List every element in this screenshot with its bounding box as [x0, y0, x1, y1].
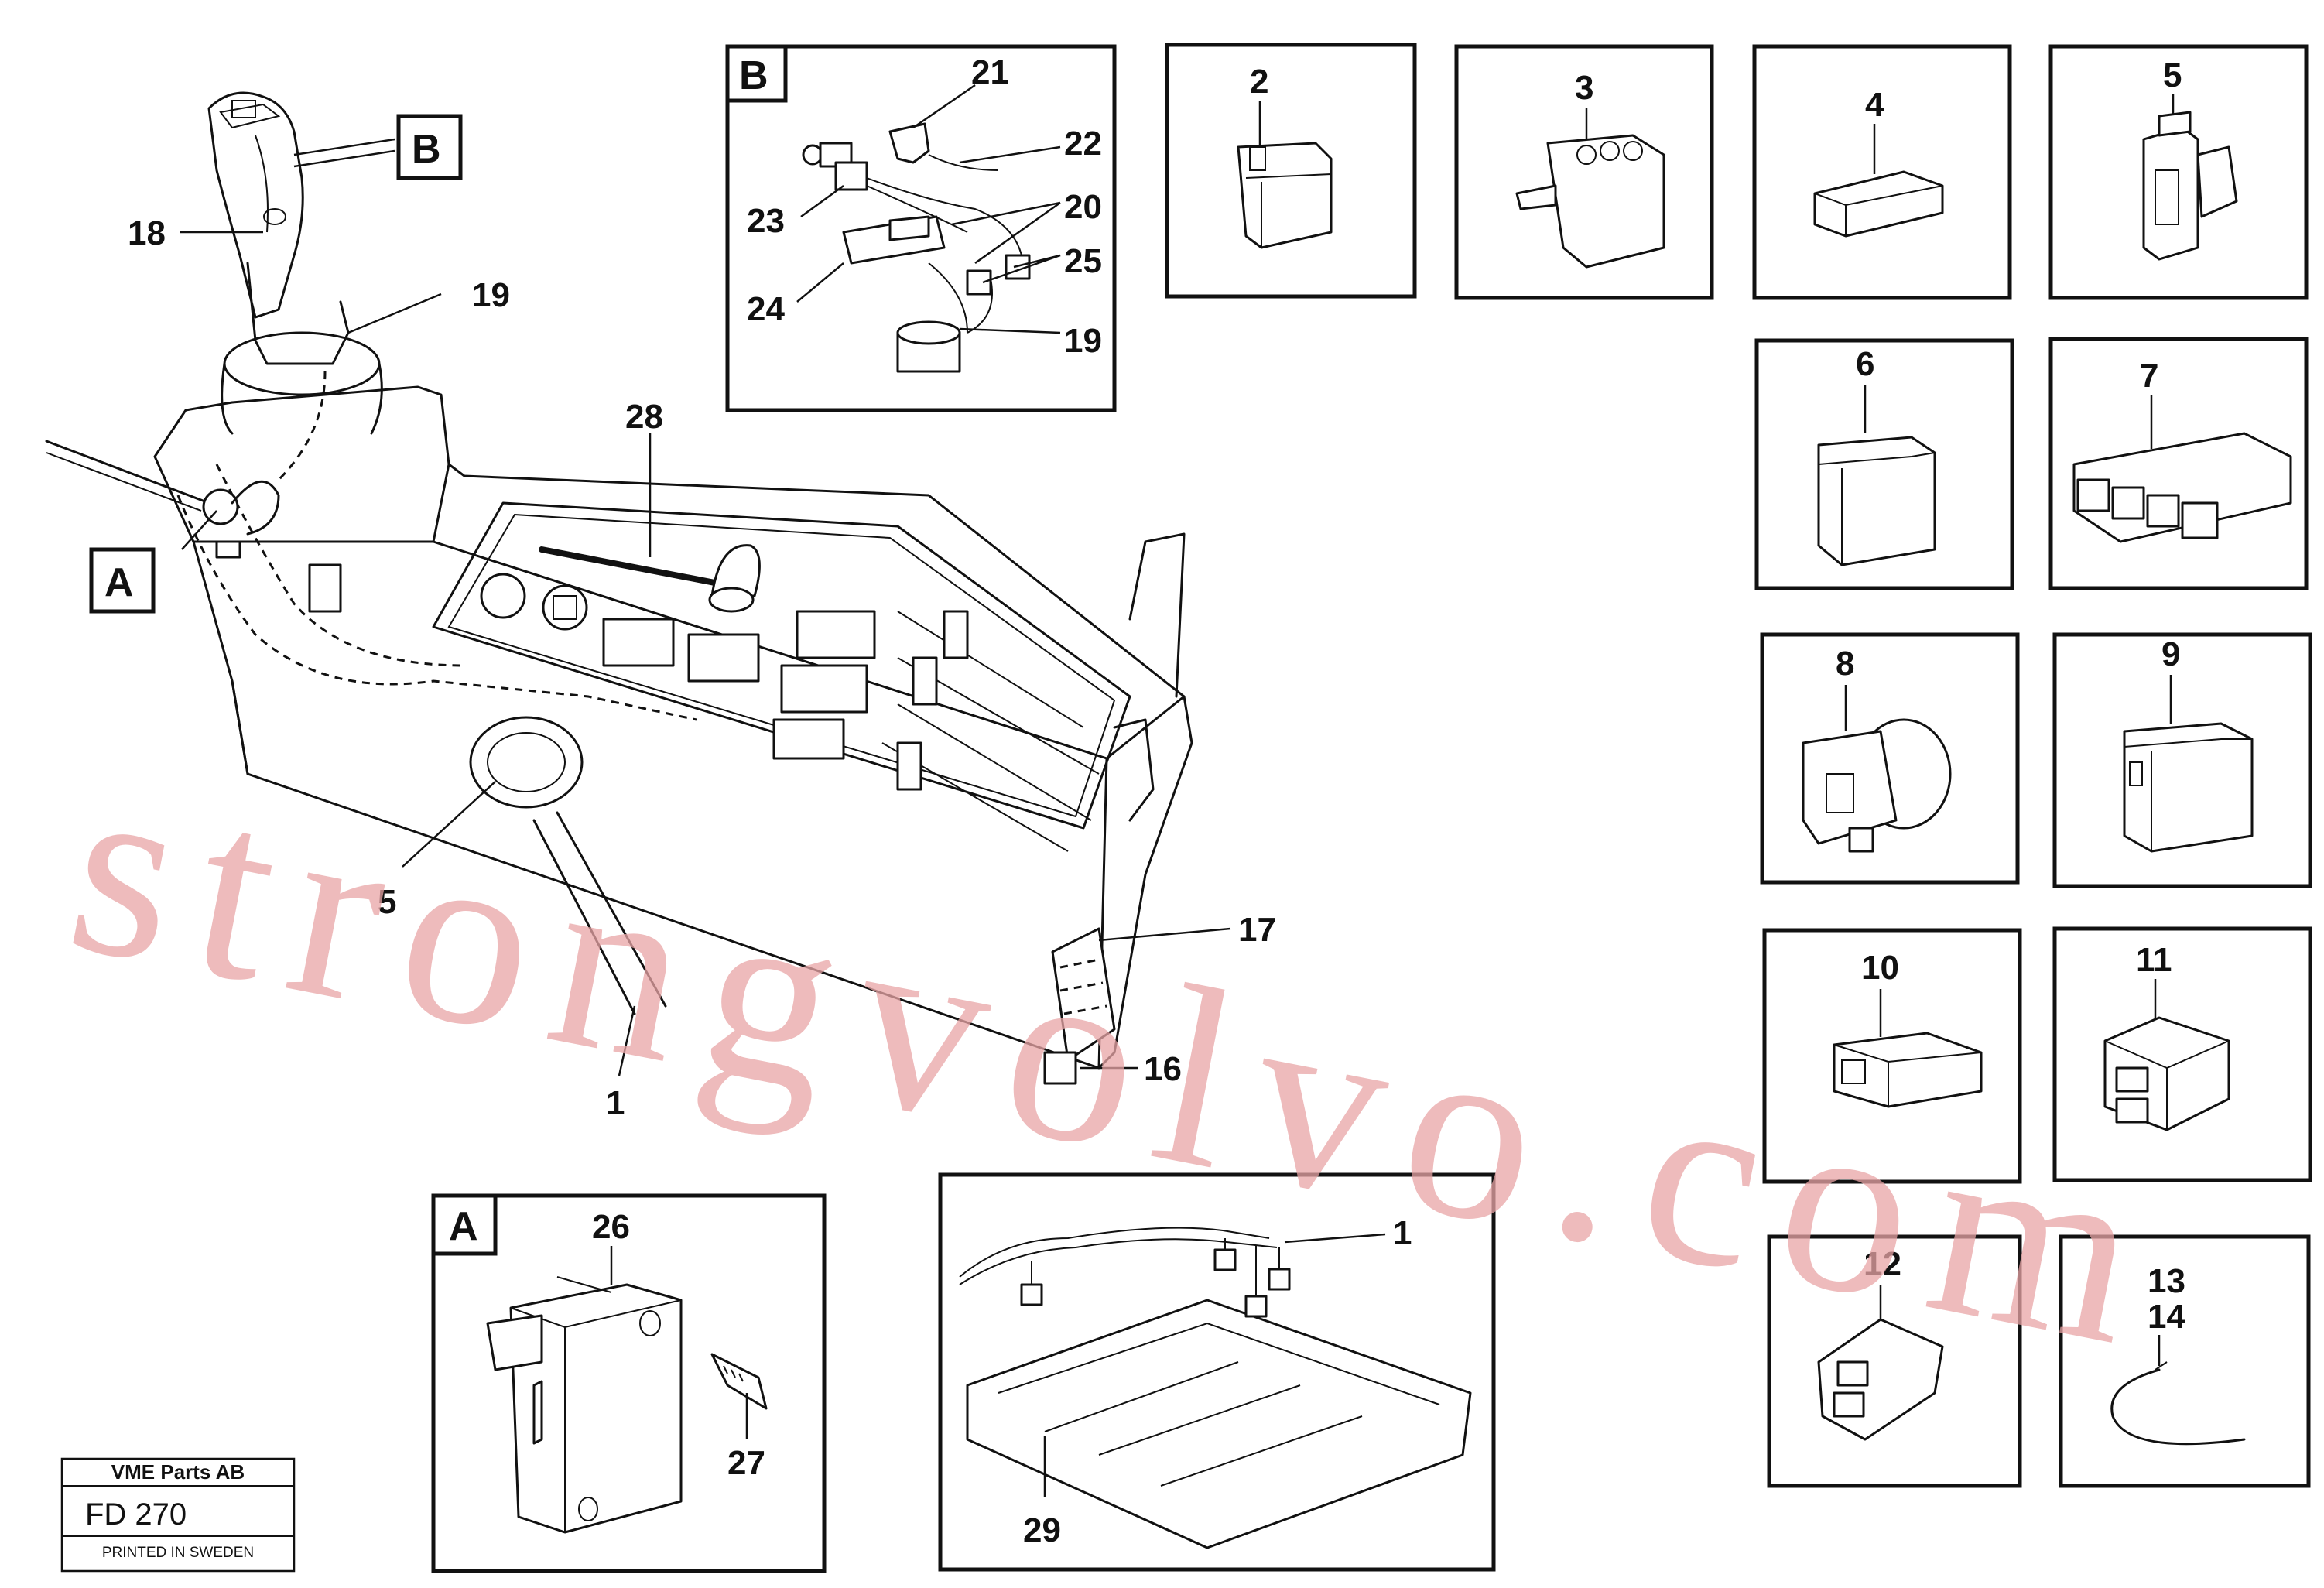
callout-22: 22	[1064, 125, 1102, 163]
callout-17: 17	[1238, 911, 1276, 949]
callout-9: 9	[2161, 635, 2180, 673]
detail-b-marker	[396, 114, 463, 180]
stamp-code: FD 270	[85, 1497, 187, 1532]
callout-1: 1	[606, 1084, 625, 1122]
callout-8: 8	[1836, 645, 1854, 683]
callout-12: 12	[1864, 1245, 1901, 1283]
detail-b-label: B	[739, 53, 768, 98]
callout-14: 14	[2148, 1298, 2185, 1336]
callout-28: 28	[625, 398, 663, 436]
title-stamp: VME Parts AB FD 270 PRINTED IN SWEDEN	[60, 1457, 296, 1573]
part-box-10: 10	[1762, 928, 2022, 1184]
callout-29: 29	[1023, 1511, 1061, 1549]
part-box-7: 7	[2048, 337, 2309, 590]
callout-19-detail: 19	[1064, 322, 1102, 360]
callout-2: 2	[1250, 63, 1268, 101]
part-box-9: 9	[2052, 632, 2312, 888]
callout-4: 4	[1865, 86, 1884, 124]
stamp-printed: PRINTED IN SWEDEN	[102, 1545, 254, 1561]
callout-10: 10	[1861, 949, 1899, 987]
callout-24: 24	[747, 290, 785, 328]
part-box-6: 6	[1754, 338, 2014, 590]
detail-a-panel: A 26 27	[431, 1193, 827, 1573]
part-box-12: 12	[1767, 1234, 2022, 1488]
callout-5: 5	[378, 883, 396, 921]
part-box-4: 4	[1752, 44, 2012, 300]
callout-19: 19	[472, 276, 510, 314]
callout-13: 13	[2148, 1262, 2185, 1300]
callout-1-board: 1	[1393, 1214, 1412, 1252]
part-box-13-14: 13 14	[2059, 1234, 2311, 1488]
callout-25: 25	[1064, 242, 1102, 280]
callout-7: 7	[2140, 357, 2158, 395]
detail-b-marker-label: B	[412, 127, 441, 172]
part-box-5: 5	[2048, 44, 2309, 300]
callout-27: 27	[727, 1444, 765, 1482]
callout-23: 23	[747, 202, 785, 240]
callout-5-box: 5	[2163, 56, 2182, 94]
console-assembly	[45, 91, 1193, 1085]
part-box-8: 8	[1760, 632, 2020, 885]
part-box-3: 3	[1454, 44, 1714, 300]
callout-16: 16	[1144, 1050, 1182, 1088]
callout-20: 20	[1064, 188, 1102, 226]
part-box-11: 11	[2052, 926, 2312, 1182]
part-box-2: 2	[1165, 43, 1417, 299]
callout-18: 18	[128, 214, 166, 252]
callout-6: 6	[1856, 345, 1874, 383]
callout-11: 11	[2136, 941, 2172, 979]
callout-21: 21	[971, 53, 1009, 91]
main-callouts: 18 B 19 A 28 5 1 17 16	[89, 114, 1276, 1122]
stamp-company: VME Parts AB	[111, 1460, 245, 1484]
detail-a-marker	[89, 547, 156, 614]
circuit-board-panel: 1 29	[938, 1172, 1496, 1572]
detail-b-panel: B 21 22 23 20 24 25 19	[725, 44, 1117, 412]
detail-a-label: A	[449, 1204, 478, 1249]
detail-a-marker-label: A	[104, 560, 134, 605]
callout-3: 3	[1575, 69, 1593, 107]
callout-26: 26	[592, 1208, 630, 1246]
